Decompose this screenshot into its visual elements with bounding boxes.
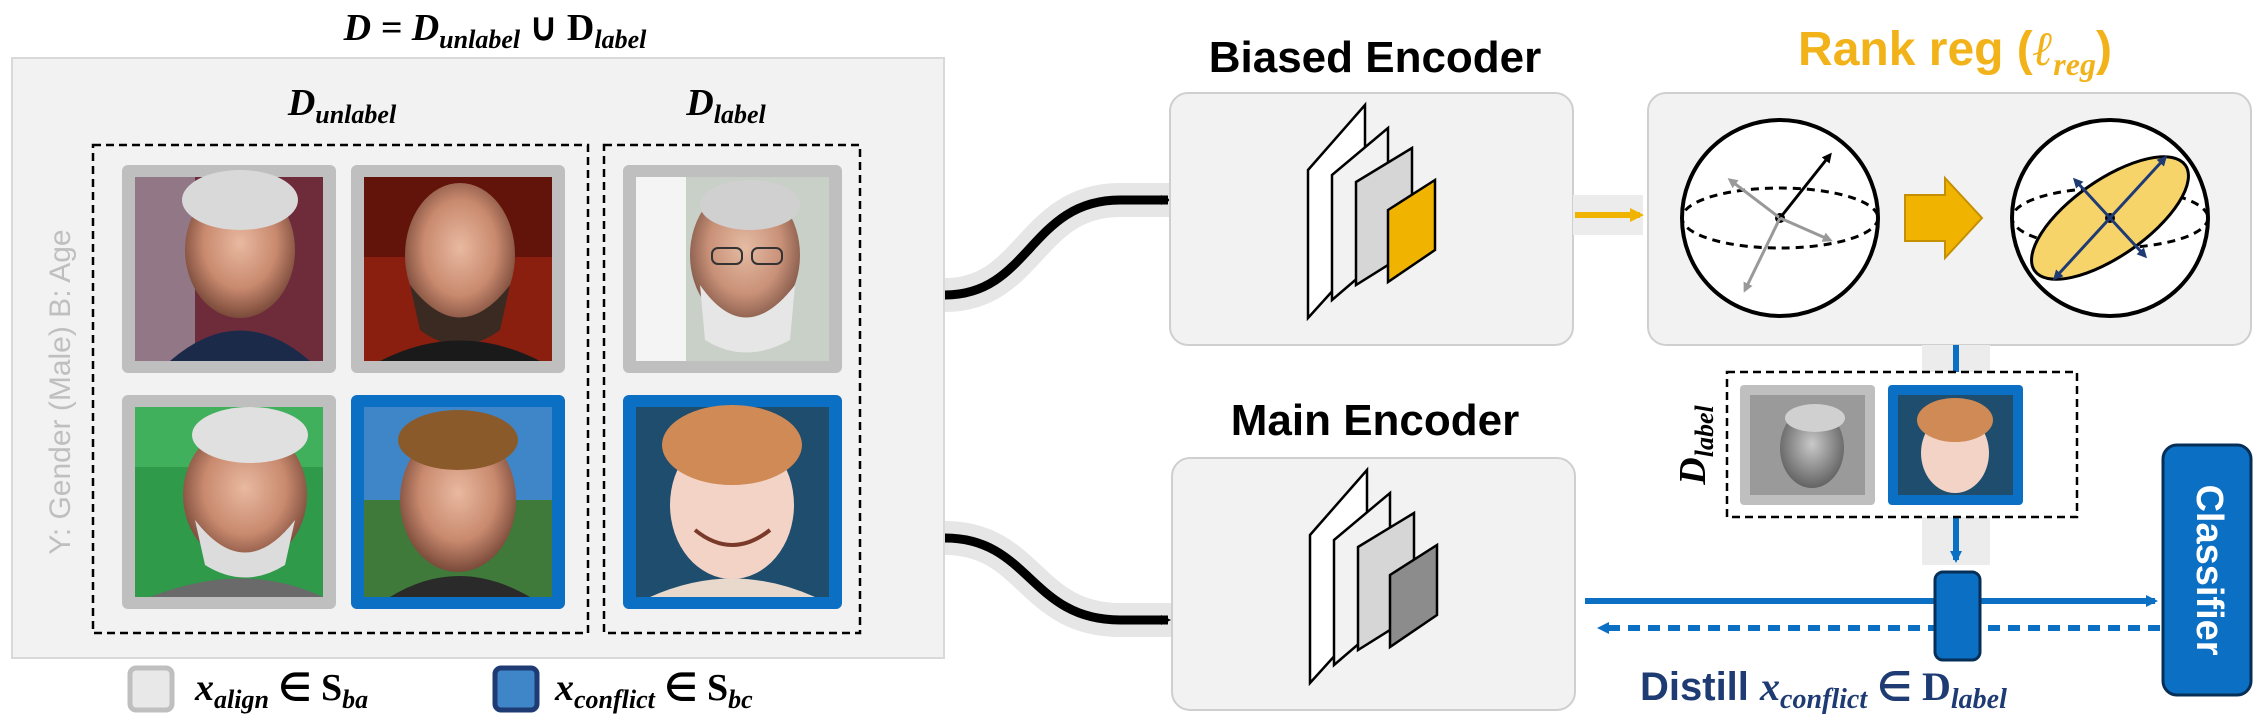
biased-flow-arrow: [944, 195, 1171, 300]
face-image-5: [623, 165, 842, 373]
main-flow-arrow: [944, 533, 1171, 625]
distill-label: Distill xconflict ∈ Dlabel: [1640, 664, 2007, 715]
align-legend-label: xalign ∈ Sba: [194, 667, 368, 714]
dataset-equation: D = Dunlabel ∪ Dlabel: [343, 7, 647, 54]
unlabel-set-box: [91, 143, 590, 635]
transform-arrow-icon: [1904, 175, 1984, 261]
label-set-label: Dlabel: [685, 82, 766, 129]
align-legend-swatch: [127, 665, 175, 713]
label-set-box: [602, 143, 862, 635]
face-image-1: [122, 165, 336, 373]
face-image-4: [351, 395, 565, 609]
side-caption: Y: Gender (Male) B: Age: [44, 229, 77, 554]
conflict-legend-swatch: [492, 665, 540, 713]
rank-reg-title: Rank reg (ℓreg): [1798, 23, 2112, 82]
classifier-box: [2161, 443, 2253, 697]
isotropic-sphere-icon: [1680, 118, 1880, 318]
biased-encoder-layers-icon: [1306, 101, 1437, 322]
dlabel-face-aligned: [1740, 385, 1875, 505]
face-image-3: [122, 395, 336, 609]
unlabel-set-label: Dunlabel: [287, 82, 397, 129]
collapsed-sphere-icon: [2010, 118, 2210, 318]
face-image-6: [623, 395, 842, 609]
main-encoder-title: Main Encoder: [1231, 396, 1520, 445]
biased-encoder-title: Biased Encoder: [1209, 33, 1542, 82]
classifier-label: Classifier: [2188, 484, 2230, 655]
dlabel-face-conflict: [1888, 385, 2023, 505]
conflict-legend-label: xconflict ∈ Sbc: [554, 667, 753, 714]
distill-junction: [1933, 570, 1982, 662]
dlabel-small-label: Dlabel: [1672, 405, 1719, 486]
main-encoder-layers-icon: [1308, 466, 1439, 687]
face-image-2: [351, 165, 565, 373]
